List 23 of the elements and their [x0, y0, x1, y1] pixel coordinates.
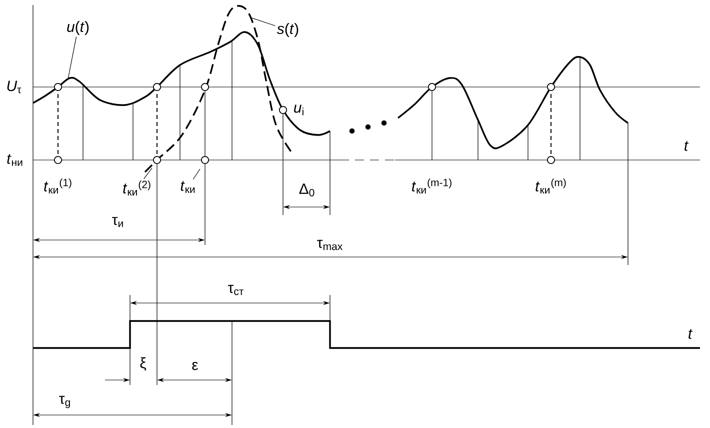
dimension-label: ε — [190, 360, 200, 372]
signal-label: t$_{ки}$ — [180, 181, 195, 193]
signal-label: t$_{ки}$(2) — [123, 180, 150, 196]
axis-label: t — [686, 328, 694, 340]
axis-label: U$_{τ}$ — [5, 80, 23, 94]
dimension-label: Δ$_{0}$ — [298, 182, 316, 198]
dimension-label: τ$_{и}$ — [110, 216, 126, 228]
leader-line — [144, 168, 152, 180]
dimension-label: τ$_{g}$ — [58, 394, 72, 410]
leader-line — [68, 36, 77, 80]
axis-label: t — [682, 140, 690, 152]
dimension-label: τ$_{ст}$ — [226, 284, 246, 296]
signal-label: u$_{i}$ — [292, 104, 306, 116]
leader-line — [252, 18, 276, 26]
dimension-label: τ$_{max}$ — [316, 238, 344, 252]
leader-line — [192, 168, 200, 180]
signal-label: u(t) — [67, 21, 89, 35]
time-label: t$_{ки}$(m-1) — [410, 178, 454, 194]
axis-label: t$_{ни}$ — [6, 153, 24, 167]
time-label: t$_{ки}$(m) — [534, 178, 568, 194]
dimension-label: ξ — [138, 356, 148, 372]
signal-label: s(t) — [276, 23, 298, 37]
time-label: t$_{ки}$(1) — [42, 178, 74, 194]
